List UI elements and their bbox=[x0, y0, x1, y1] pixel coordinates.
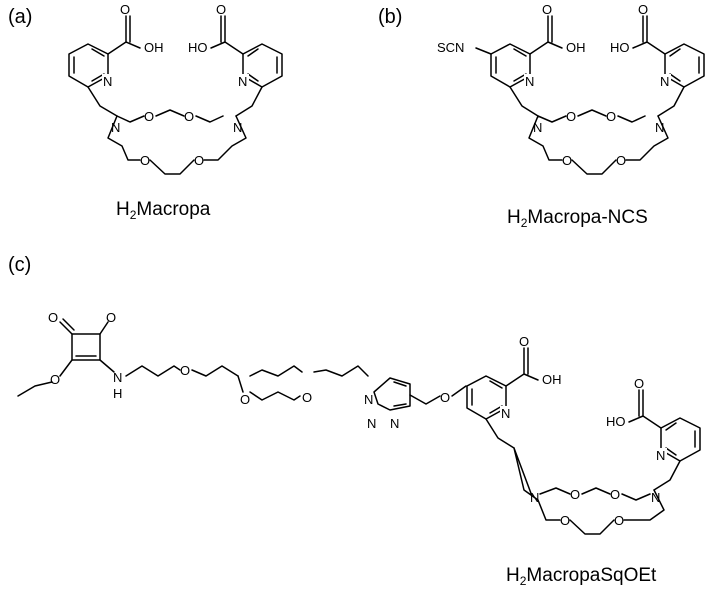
atom-n-pyridine-center: N bbox=[501, 406, 510, 421]
atom-o: O bbox=[616, 153, 626, 168]
atom-o: O bbox=[542, 2, 552, 17]
carboxyl-right bbox=[628, 389, 662, 429]
panel-a-label: (a) bbox=[8, 6, 32, 28]
atom-o-peg: O bbox=[180, 363, 190, 378]
atom-n-amine-left: N bbox=[530, 490, 539, 505]
atom-nh-h: H bbox=[113, 386, 122, 401]
atom-n-amine-left: N bbox=[111, 120, 120, 135]
ethoxy-group bbox=[17, 359, 73, 397]
macrocycle-bonds bbox=[528, 109, 669, 175]
atom-o: O bbox=[560, 513, 570, 528]
atom-oh: OH bbox=[566, 40, 586, 55]
structure-h2macropa-ncs: O OH N SCN O HO N N N O O O O H2Macropa-… bbox=[437, 2, 705, 230]
atom-n-pyridine-left: N bbox=[103, 74, 112, 89]
atom-o: O bbox=[120, 2, 130, 17]
atom-o: O bbox=[634, 376, 644, 391]
atom-o: O bbox=[614, 513, 624, 528]
atom-n-amine-right: N bbox=[233, 120, 242, 135]
peg-linker bbox=[125, 365, 369, 377]
atom-triazole-n3: N bbox=[390, 416, 399, 431]
atom-o: O bbox=[606, 109, 616, 124]
atom-o: O bbox=[610, 487, 620, 502]
atom-o-ethoxy: O bbox=[50, 372, 60, 387]
atom-n-pyridine-right: N bbox=[660, 74, 669, 89]
atom-scn: SCN bbox=[437, 40, 464, 55]
atom-o-peg: O bbox=[240, 392, 250, 407]
atom-o: O bbox=[140, 153, 150, 168]
atom-o: O bbox=[519, 334, 529, 349]
macrocycle-bonds bbox=[107, 109, 247, 175]
atom-o: O bbox=[194, 153, 204, 168]
atom-triazole-n1: N bbox=[364, 392, 373, 407]
atom-o: O bbox=[216, 2, 226, 17]
compound-name-a: H2Macropa bbox=[116, 199, 211, 222]
macrocycle-bonds bbox=[513, 447, 665, 535]
carboxyl-right bbox=[210, 15, 244, 55]
atom-n-pyridine-right: N bbox=[238, 74, 247, 89]
structure-h2macropasqoet: O O O N H O O O N N N O O OH N O bbox=[17, 310, 701, 588]
atom-n-pyridine-left: N bbox=[525, 74, 534, 89]
atom-o: O bbox=[570, 487, 580, 502]
atom-o: O bbox=[562, 153, 572, 168]
atom-nh-n: N bbox=[113, 370, 122, 385]
atom-o: O bbox=[144, 109, 154, 124]
atom-o: O bbox=[566, 109, 576, 124]
structure-h2macropa: O OH N O HO N N N O O O O H2Macropa bbox=[68, 2, 283, 222]
atom-oh: OH bbox=[144, 40, 164, 55]
compound-name-b: H2Macropa-NCS bbox=[507, 207, 648, 230]
atom-ho: HO bbox=[188, 40, 208, 55]
panel-b-label: (b) bbox=[378, 6, 402, 28]
atom-o-peg: O bbox=[302, 390, 312, 405]
atom-n-pyridine-right: N bbox=[656, 448, 665, 463]
carboxyl-right bbox=[632, 15, 666, 55]
carboxyl-left bbox=[107, 15, 141, 55]
atom-o-squarate: O bbox=[48, 310, 58, 325]
carboxyl-center bbox=[505, 347, 539, 387]
panel-c-label: (c) bbox=[8, 254, 31, 276]
atom-ho: HO bbox=[606, 414, 626, 429]
atom-o: O bbox=[184, 109, 194, 124]
compound-name-c: H2MacropaSqOEt bbox=[506, 565, 657, 588]
atom-n-amine-right: N bbox=[651, 490, 660, 505]
atom-o: O bbox=[638, 2, 648, 17]
atom-o-ether: O bbox=[440, 390, 450, 405]
atom-triazole-n2: N bbox=[367, 416, 376, 431]
carboxyl-left bbox=[529, 15, 563, 55]
atom-oh: OH bbox=[542, 372, 562, 387]
atom-n-amine-left: N bbox=[533, 120, 542, 135]
atom-n-amine-right: N bbox=[655, 120, 664, 135]
triazole-ring bbox=[373, 377, 411, 411]
atom-ho: HO bbox=[610, 40, 630, 55]
atom-o-squarate: O bbox=[106, 310, 116, 325]
